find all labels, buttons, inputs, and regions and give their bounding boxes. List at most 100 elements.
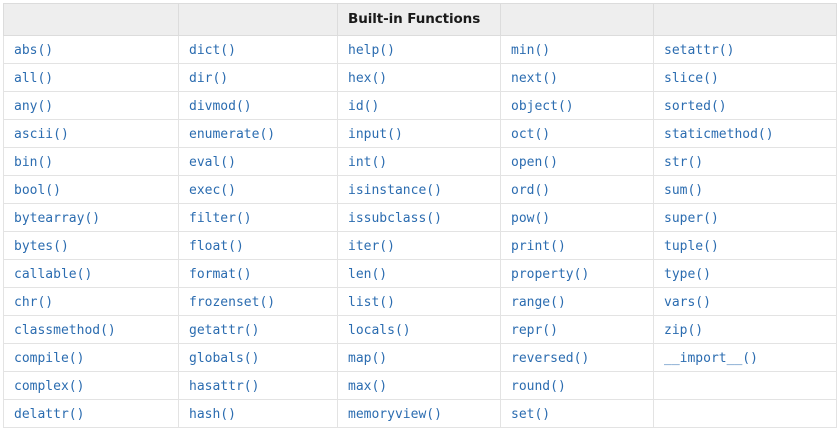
builtin-function-link[interactable]: setattr(): [664, 42, 735, 58]
table-cell: exec(): [178, 175, 338, 204]
builtin-function-link[interactable]: str(): [664, 154, 704, 170]
builtin-function-link[interactable]: bin(): [14, 154, 54, 170]
builtin-function-link[interactable]: list(): [348, 294, 395, 310]
builtin-function-link[interactable]: compile(): [14, 350, 85, 366]
table-cell: eval(): [178, 147, 338, 176]
builtin-function-link[interactable]: next(): [511, 70, 558, 86]
builtin-function-link[interactable]: issubclass(): [348, 210, 442, 226]
builtin-function-link[interactable]: type(): [664, 266, 711, 282]
builtin-function-link[interactable]: classmethod(): [14, 322, 116, 338]
table-cell: bool(): [3, 175, 179, 204]
builtin-function-link[interactable]: print(): [511, 238, 566, 254]
builtin-function-link[interactable]: all(): [14, 70, 54, 86]
builtin-function-link[interactable]: min(): [511, 42, 551, 58]
builtin-function-link[interactable]: hasattr(): [189, 378, 260, 394]
builtin-function-link[interactable]: getattr(): [189, 322, 260, 338]
builtin-function-link[interactable]: super(): [664, 210, 719, 226]
builtin-function-link[interactable]: bytes(): [14, 238, 69, 254]
builtin-function-link[interactable]: max(): [348, 378, 388, 394]
builtin-function-link[interactable]: range(): [511, 294, 566, 310]
builtin-function-link[interactable]: divmod(): [189, 98, 252, 114]
header-cell-4: [500, 3, 654, 36]
table-cell: classmethod(): [3, 315, 179, 344]
table-cell: delattr(): [3, 399, 179, 428]
builtin-function-link[interactable]: dict(): [189, 42, 236, 58]
builtin-function-link[interactable]: hex(): [348, 70, 388, 86]
builtin-function-link[interactable]: enumerate(): [189, 126, 276, 142]
table-cell: print(): [500, 231, 654, 260]
builtin-function-link[interactable]: isinstance(): [348, 182, 442, 198]
builtin-function-link[interactable]: pow(): [511, 210, 551, 226]
builtin-function-link[interactable]: property(): [511, 266, 590, 282]
empty-cell: [653, 371, 837, 400]
builtin-function-link[interactable]: set(): [511, 406, 551, 422]
builtin-function-link[interactable]: open(): [511, 154, 558, 170]
builtin-function-link[interactable]: repr(): [511, 322, 558, 338]
builtin-function-link[interactable]: float(): [189, 238, 244, 254]
builtin-function-link[interactable]: reversed(): [511, 350, 590, 366]
builtin-function-link[interactable]: exec(): [189, 182, 236, 198]
table-cell: str(): [653, 147, 837, 176]
builtin-function-link[interactable]: memoryview(): [348, 406, 442, 422]
table-row: compile() globals() map() reversed() __impor…: [3, 343, 837, 372]
builtin-function-link[interactable]: complex(): [14, 378, 85, 394]
builtin-function-link[interactable]: bool(): [14, 182, 61, 198]
table-cell: list(): [337, 287, 501, 316]
table-cell: zip(): [653, 315, 837, 344]
builtin-function-link[interactable]: format(): [189, 266, 252, 282]
table-cell: format(): [178, 259, 338, 288]
builtin-function-link[interactable]: tuple(): [664, 238, 719, 254]
builtin-functions-table: Built-in Functions abs()dict()help()min(…: [3, 3, 837, 428]
table-cell: float(): [178, 231, 338, 260]
table-body: abs() dict() help() min() setattr() all() dir(…: [3, 35, 837, 428]
builtin-function-link[interactable]: oct(): [511, 126, 551, 142]
builtin-function-link[interactable]: sorted(): [664, 98, 727, 114]
builtin-function-link[interactable]: dir(): [189, 70, 229, 86]
builtin-function-link[interactable]: iter(): [348, 238, 395, 254]
builtin-function-link[interactable]: map(): [348, 350, 388, 366]
builtin-function-link[interactable]: len(): [348, 266, 388, 282]
builtin-function-link[interactable]: __import__(): [664, 350, 758, 366]
builtin-function-link[interactable]: any(): [14, 98, 54, 114]
builtin-function-link[interactable]: chr(): [14, 294, 54, 310]
table-cell: bin(): [3, 147, 179, 176]
builtin-function-link[interactable]: round(): [511, 378, 566, 394]
builtin-function-link[interactable]: frozenset(): [189, 294, 276, 310]
page-container: Built-in Functions abs()dict()help()min(…: [3, 3, 837, 428]
builtin-function-link[interactable]: vars(): [664, 294, 711, 310]
table-cell: ascii(): [3, 119, 179, 148]
table-cell: dir(): [178, 63, 338, 92]
table-row: complex() hasattr() max() round(): [3, 371, 837, 400]
table-cell: dict(): [178, 35, 338, 64]
builtin-function-link[interactable]: int(): [348, 154, 388, 170]
builtin-function-link[interactable]: abs(): [14, 42, 54, 58]
builtin-function-link[interactable]: slice(): [664, 70, 719, 86]
builtin-function-link[interactable]: filter(): [189, 210, 252, 226]
table-cell: memoryview(): [337, 399, 501, 428]
builtin-function-link[interactable]: delattr(): [14, 406, 85, 422]
builtin-function-link[interactable]: locals(): [348, 322, 411, 338]
builtin-function-link[interactable]: bytearray(): [14, 210, 101, 226]
builtin-function-link[interactable]: help(): [348, 42, 395, 58]
table-cell: help(): [337, 35, 501, 64]
builtin-function-link[interactable]: ord(): [511, 182, 551, 198]
builtin-function-link[interactable]: id(): [348, 98, 380, 114]
table-cell: property(): [500, 259, 654, 288]
table-row: any() divmod() id() object() sorted(): [3, 91, 837, 120]
builtin-function-link[interactable]: zip(): [664, 322, 704, 338]
builtin-function-link[interactable]: object(): [511, 98, 574, 114]
table-cell: vars(): [653, 287, 837, 316]
builtin-function-link[interactable]: hash(): [189, 406, 236, 422]
builtin-function-link[interactable]: eval(): [189, 154, 236, 170]
table-cell: compile(): [3, 343, 179, 372]
builtin-function-link[interactable]: input(): [348, 126, 403, 142]
builtin-function-link[interactable]: callable(): [14, 266, 93, 282]
table-cell: chr(): [3, 287, 179, 316]
builtin-function-link[interactable]: ascii(): [14, 126, 69, 142]
table-cell: oct(): [500, 119, 654, 148]
table-cell: sum(): [653, 175, 837, 204]
table-cell: id(): [337, 91, 501, 120]
builtin-function-link[interactable]: staticmethod(): [664, 126, 774, 142]
builtin-function-link[interactable]: sum(): [664, 182, 704, 198]
builtin-function-link[interactable]: globals(): [189, 350, 260, 366]
